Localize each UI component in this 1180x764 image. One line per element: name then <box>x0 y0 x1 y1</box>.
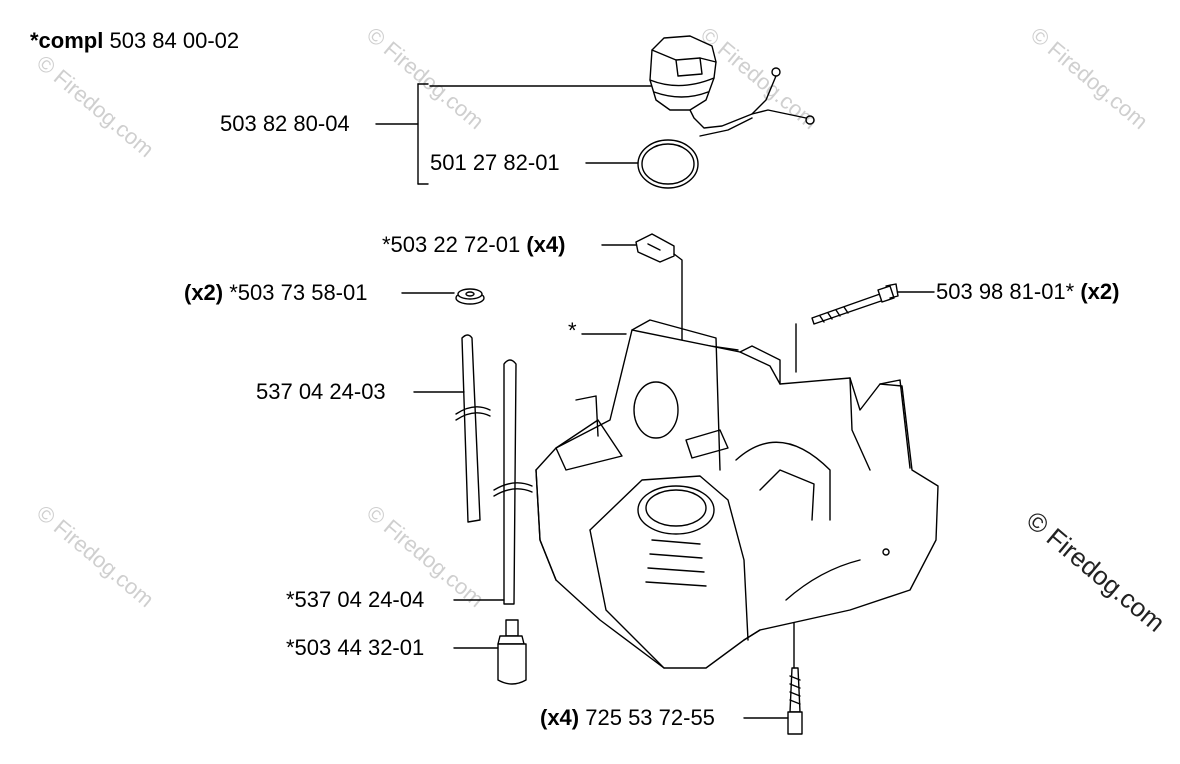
hose-1 <box>413 334 491 523</box>
fuel-cap <box>649 35 815 137</box>
label-cap-part-number: 503 82 80-04 <box>220 111 350 136</box>
cap-bracket <box>375 83 653 185</box>
fuel-tank-housing <box>535 319 939 669</box>
label-screw: (x4) 725 53 72-55 <box>540 705 715 730</box>
label-filter-part-number: *503 44 32-01 <box>286 635 425 660</box>
label-hose2-part-number: *537 04 24-04 <box>286 587 425 612</box>
fuel-filter <box>453 619 527 685</box>
label-star: * <box>568 318 577 343</box>
grommet <box>401 288 485 305</box>
label-oring-part-number: 501 27 82-01 <box>430 150 560 175</box>
clip <box>601 233 739 351</box>
screw <box>743 619 803 735</box>
label-hose1-part-number: 537 04 24-03 <box>256 379 386 404</box>
o-ring <box>637 139 699 189</box>
label-bolt: 503 98 81-01* (x2) <box>936 279 1120 304</box>
bolt <box>795 283 935 373</box>
label-clip: *503 22 72-01 (x4) <box>382 232 566 257</box>
label-grommet: (x2) *503 73 58-01 <box>184 280 368 305</box>
hose-2 <box>453 359 533 605</box>
label-compl: *compl 503 84 00-02 <box>30 28 240 53</box>
